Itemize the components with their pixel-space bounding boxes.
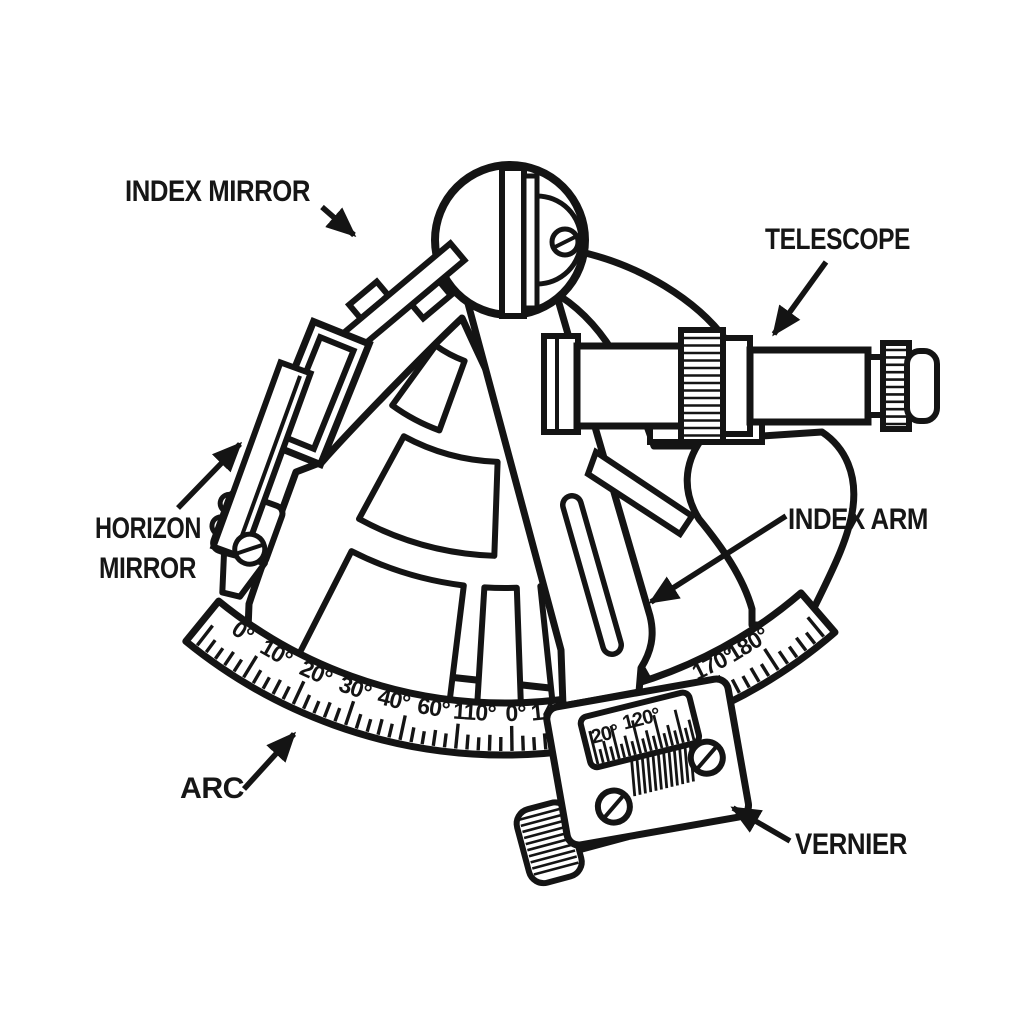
annotations: INDEX MIRROR TELESCOPE HORIZON MIRROR IN… <box>95 175 929 861</box>
objective-ring-knurling <box>886 348 906 426</box>
index-arm-slot-inner <box>565 498 619 652</box>
index-mirror-mount <box>499 165 527 319</box>
label-index-mirror: INDEX MIRROR <box>125 175 311 208</box>
pivot-head <box>431 161 589 319</box>
label-horizon-mirror-line2: MIRROR <box>99 552 197 585</box>
label-vernier: VERNIER <box>795 828 908 861</box>
arc-degree-label: 110° <box>452 698 497 727</box>
knob-knurling <box>518 806 579 876</box>
bracket-screw <box>232 531 268 567</box>
focus-ring-knurling <box>684 336 720 437</box>
label-horizon-mirror-line1: HORIZON <box>95 512 201 545</box>
arrow-vernier <box>730 805 792 844</box>
label-index-arm: INDEX ARM <box>788 503 928 536</box>
arc-degree-label: 60° <box>416 692 452 723</box>
telescope-eyepiece <box>541 333 581 435</box>
label-telescope: TELESCOPE <box>765 223 910 256</box>
label-arc: ARC <box>180 772 244 805</box>
vernier-screw-right <box>687 738 726 777</box>
arrow-horizon-mirror <box>176 441 243 510</box>
telescope-focus-ring <box>678 327 726 445</box>
frame-cutout <box>355 433 501 559</box>
telescope-tube-rear <box>573 342 687 430</box>
index-mirror <box>331 239 469 361</box>
telescope-tube-front <box>746 346 872 426</box>
frame-cutout <box>474 584 524 708</box>
arrow-telescope <box>771 260 829 337</box>
horizon-mirror-glass-line <box>235 375 302 550</box>
telescope <box>541 327 940 445</box>
pivot-screw <box>549 226 581 258</box>
vernier-screw-left <box>594 787 633 826</box>
telescope-objective-cap <box>904 348 940 424</box>
vernier-window: 20° 120° <box>577 689 703 797</box>
vernier-assembly: 20° 120° <box>513 675 753 887</box>
telescope-collar <box>720 335 753 437</box>
horizon-mirror-bar-group <box>209 358 315 600</box>
arc-degree-label: 0° <box>505 700 526 726</box>
arrow-index-mirror <box>320 204 357 238</box>
frame-cutout <box>389 342 468 434</box>
horizon-mirror <box>209 316 374 600</box>
arrow-arc <box>241 731 297 791</box>
vernier-tick-marks <box>588 709 696 765</box>
arm-brace-strut <box>584 447 697 539</box>
arrow-index-arm <box>648 513 788 605</box>
